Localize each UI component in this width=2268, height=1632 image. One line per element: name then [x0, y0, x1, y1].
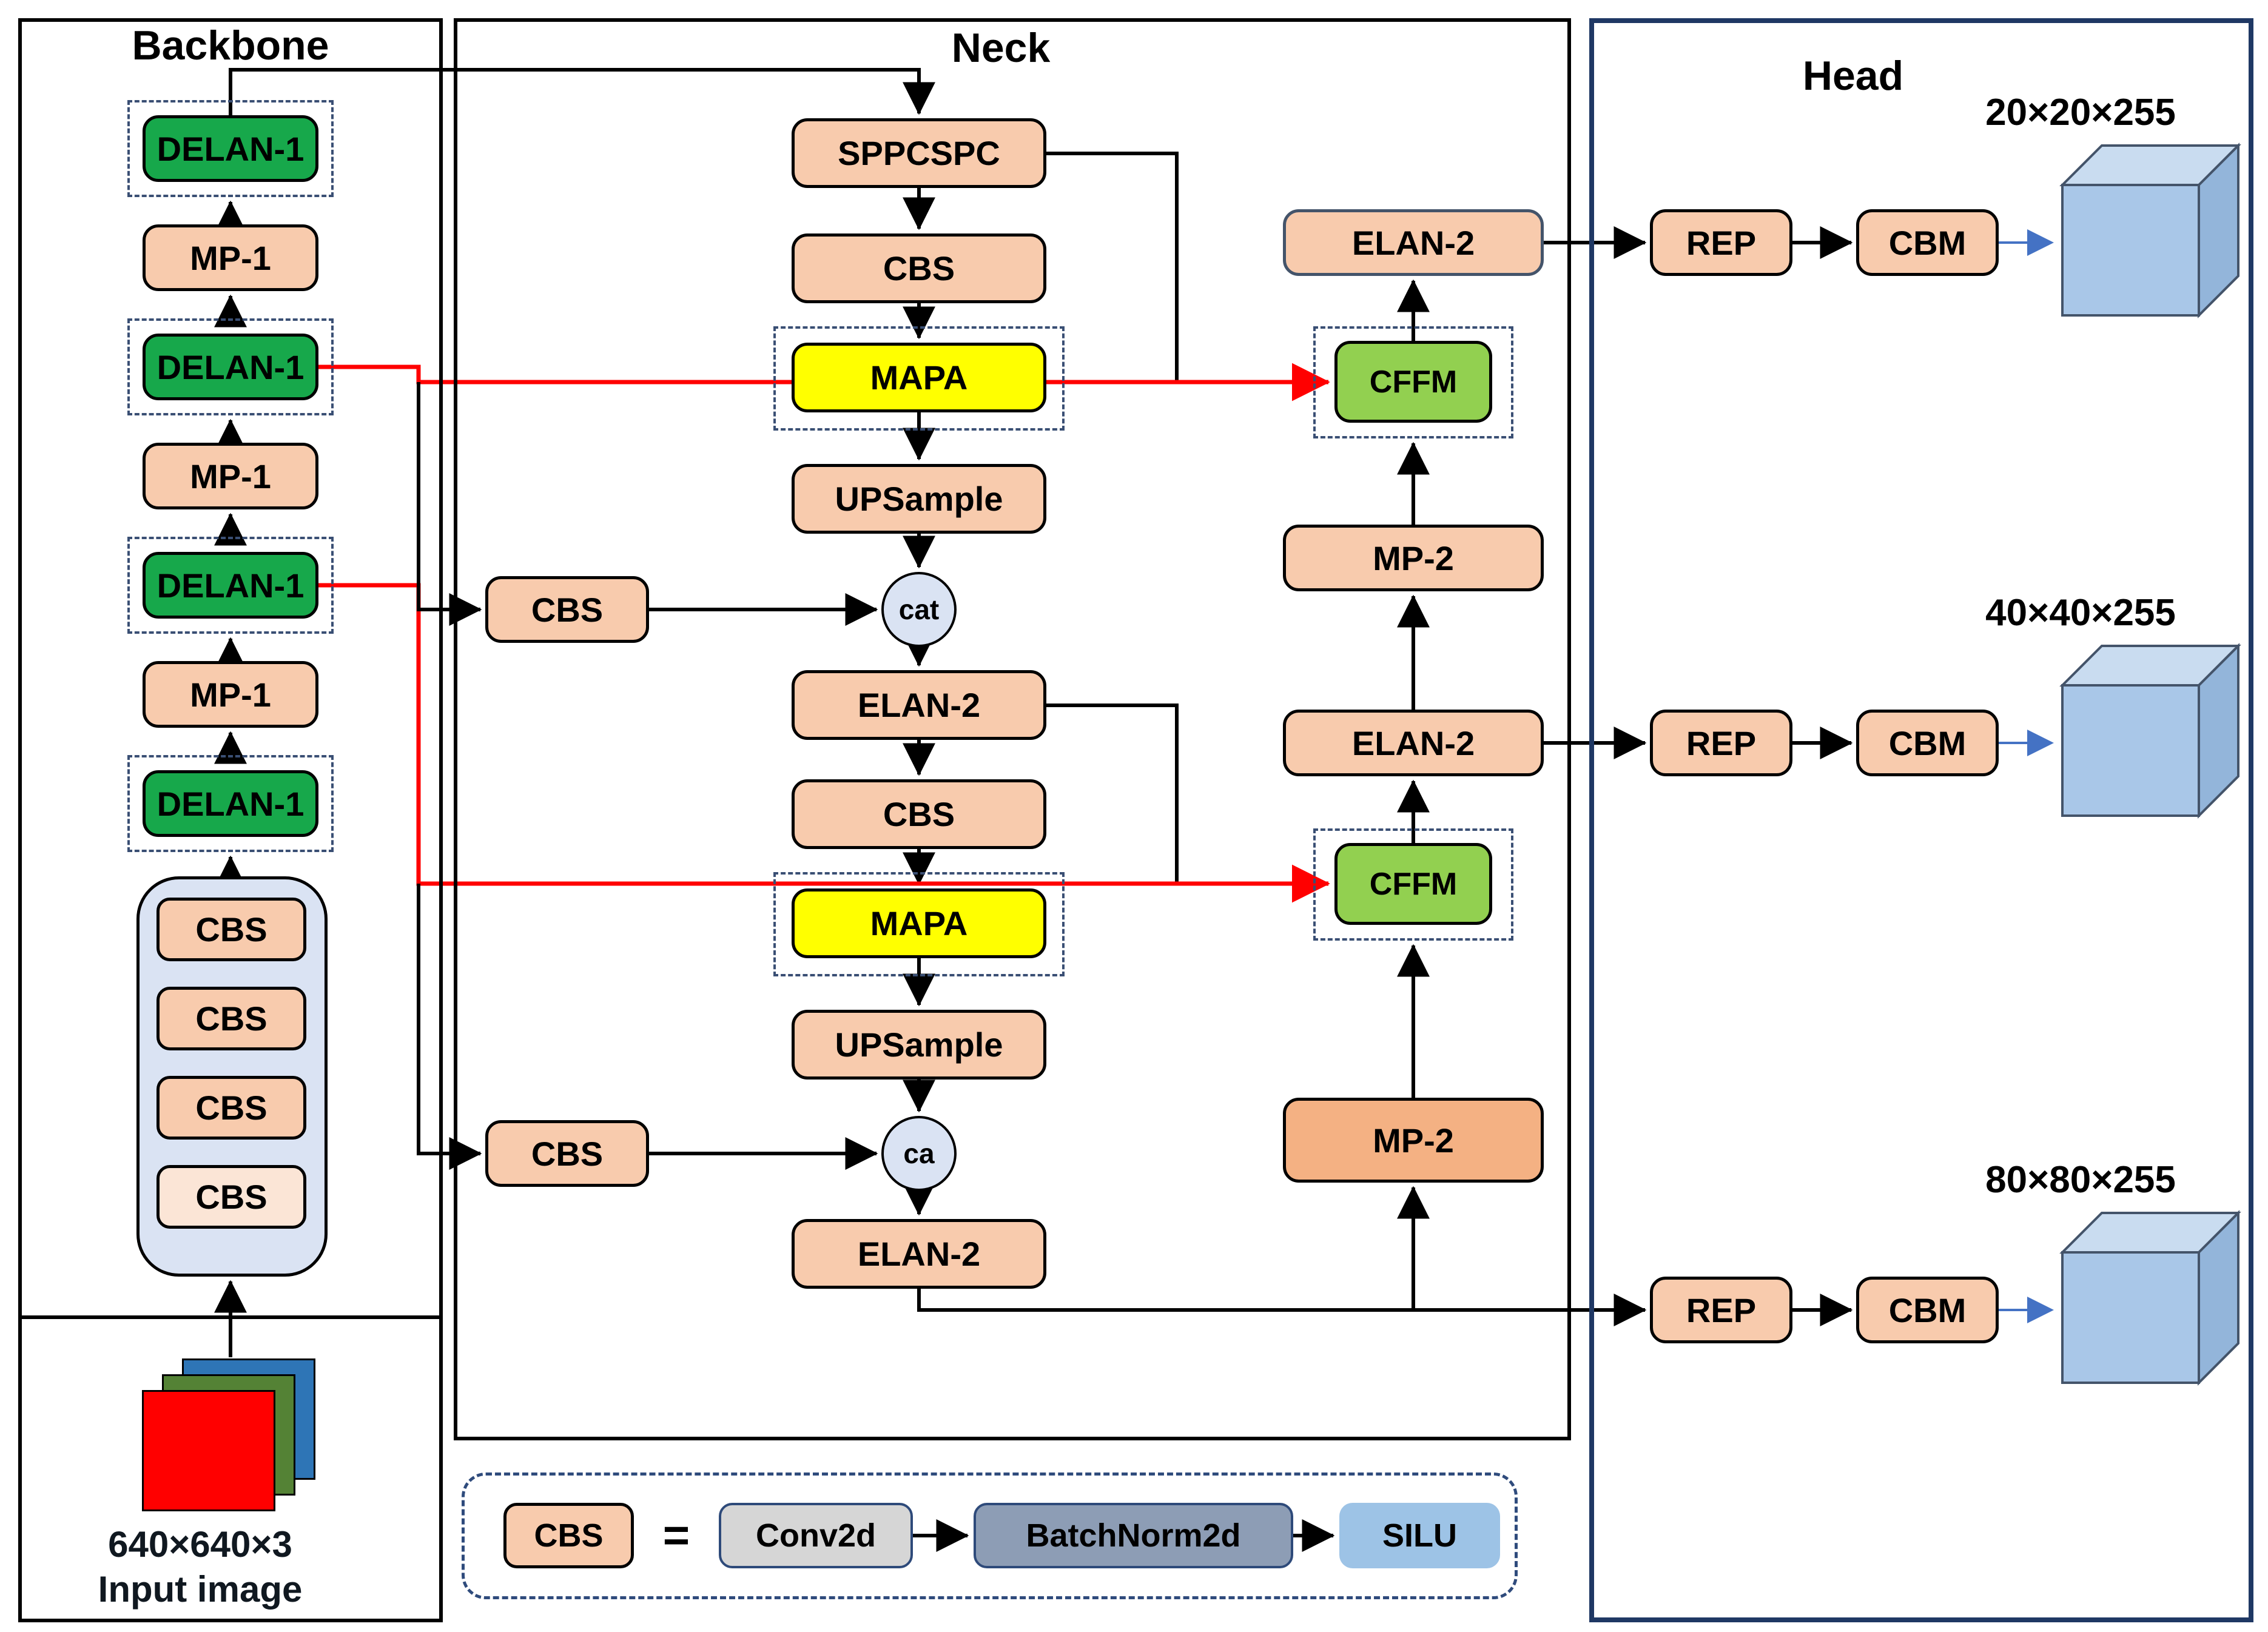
- rep-block-2: REP: [1650, 710, 1792, 776]
- mapa-block-1: MAPA: [792, 343, 1046, 412]
- elan2-right-2: ELAN-2: [1283, 710, 1544, 776]
- stem-cbs-2: CBS: [156, 987, 306, 1050]
- cbm-to-cube-arrows: [1999, 229, 2054, 1323]
- upsample-block-2: UPSample: [792, 1010, 1046, 1080]
- legend-cbs-block: CBS: [503, 1503, 634, 1568]
- legend-silu-block: SILU: [1339, 1503, 1500, 1568]
- delan1-block-1: DELAN-1: [143, 115, 318, 182]
- output-dims-3: 80×80×255: [1985, 1159, 2176, 1201]
- input-dims-label: 640×640×3: [108, 1524, 292, 1565]
- stem-cbs-3: CBS: [156, 1076, 306, 1140]
- output-dims-2: 40×40×255: [1985, 592, 2176, 634]
- legend-conv2d-block: Conv2d: [719, 1503, 913, 1568]
- rep-block-1: REP: [1650, 209, 1792, 276]
- elan2-bottom-to-rep: [917, 1289, 1647, 1326]
- legend-batchnorm-block: BatchNorm2d: [974, 1503, 1293, 1568]
- output-cube-1: [2056, 139, 2241, 324]
- rep-block-3: REP: [1650, 1277, 1792, 1343]
- red-line-delan3-cffm2: [318, 583, 1330, 903]
- concat-cat: cat: [881, 572, 957, 647]
- head-arrows: [1544, 226, 1853, 1326]
- branch-to-cbs-left2: [417, 884, 482, 1170]
- lateral-cbs-2: CBS: [485, 1120, 649, 1187]
- sppcspc-skip: [1046, 152, 1179, 382]
- neck-title: Neck: [951, 25, 1051, 71]
- neck-cbs-1: CBS: [792, 233, 1046, 303]
- backbone-to-sppcspc: [229, 68, 935, 115]
- upsample-block-1: UPSample: [792, 464, 1046, 534]
- mp1-block-1: MP-1: [143, 224, 318, 291]
- mapa-block-2: MAPA: [792, 888, 1046, 958]
- delan-wrapper: [127, 755, 334, 852]
- cffm-wrapper: [1313, 828, 1513, 941]
- concat-ca: ca: [881, 1116, 957, 1191]
- stem-cbs-4: CBS: [156, 1165, 306, 1229]
- output-cube-3: [2056, 1207, 2241, 1392]
- cbm-block-3: CBM: [1856, 1277, 1999, 1343]
- elan2-mid-block: ELAN-2: [792, 670, 1046, 740]
- elan2-right-1: ELAN-2: [1283, 209, 1544, 276]
- input-channel-red: [142, 1390, 275, 1511]
- delan1-block-4: DELAN-1: [143, 770, 318, 837]
- delan1-block-2: DELAN-1: [143, 334, 318, 400]
- legend-equals: =: [662, 1509, 690, 1562]
- delan1-block-3: DELAN-1: [143, 552, 318, 619]
- mp1-block-3: MP-1: [143, 661, 318, 728]
- cffm-block-1: CFFM: [1334, 341, 1492, 423]
- elan2-mid-skip: [1046, 704, 1179, 884]
- mp2-block-2: MP-2: [1283, 1098, 1544, 1183]
- delan-wrapper: [127, 318, 334, 415]
- legend-panel: [462, 1472, 1518, 1599]
- lateral-cbs-1: CBS: [485, 576, 649, 643]
- elan2-bottom-block: ELAN-2: [792, 1219, 1046, 1289]
- mp2-block-1: MP-2: [1283, 525, 1544, 591]
- backbone-title: Backbone: [132, 22, 329, 69]
- mapa-wrapper: [773, 872, 1065, 976]
- output-dims-1: 20×20×255: [1985, 92, 2176, 133]
- output-cube-2: [2056, 640, 2241, 825]
- neck-cbs-2: CBS: [792, 779, 1046, 849]
- stem-cbs-1: CBS: [156, 898, 306, 961]
- input-panel: [18, 1315, 443, 1622]
- cffm-block-2: CFFM: [1334, 843, 1492, 925]
- head-title: Head: [1802, 53, 1904, 99]
- input-caption: Input image: [98, 1569, 303, 1610]
- mp1-block-2: MP-1: [143, 443, 318, 509]
- head-panel: [1589, 18, 2253, 1622]
- cffm-wrapper: [1313, 326, 1513, 438]
- sppcspc-block: SPPCSPC: [792, 118, 1046, 188]
- delan-wrapper: [127, 537, 334, 634]
- neck-panel: [454, 18, 1571, 1440]
- branch-to-cbs-left1: [417, 382, 482, 626]
- cbm-block-2: CBM: [1856, 710, 1999, 776]
- delan-wrapper: [127, 100, 334, 197]
- cbm-block-1: CBM: [1856, 209, 1999, 276]
- mapa-wrapper: [773, 326, 1065, 431]
